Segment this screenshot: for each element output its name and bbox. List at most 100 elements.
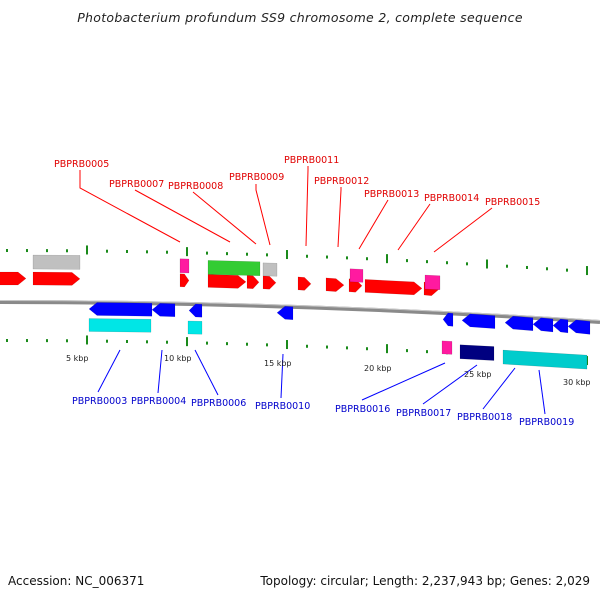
reverse-gene-arrow: [552, 318, 569, 334]
scale-label: 10 kbp: [164, 354, 192, 363]
scale-label: 5 kbp: [66, 354, 88, 363]
reverse-gene-arrow: [276, 306, 294, 321]
gene-label-forward[interactable]: PBPRB0012: [314, 176, 369, 187]
map-title: Photobacterium profundum SS9 chromosome …: [77, 10, 523, 25]
minor-tick: [66, 339, 68, 343]
leader-line-reverse: [482, 367, 516, 410]
minor-tick: [326, 345, 328, 349]
cyan-feature: [88, 318, 152, 333]
forward-gene-arrow: [297, 276, 312, 291]
minor-tick: [306, 344, 308, 348]
gene-label-forward[interactable]: PBPRB0011: [284, 155, 339, 166]
gene-label-reverse[interactable]: PBPRB0003: [72, 396, 127, 407]
grey-feature: [262, 262, 278, 277]
minor-tick: [206, 341, 208, 345]
gene-label-forward[interactable]: PBPRB0009: [229, 172, 284, 183]
pink-feature: [179, 258, 190, 274]
major-tick: [386, 344, 388, 354]
reverse-gene-arrow: [442, 312, 454, 327]
major-tick: [286, 340, 288, 350]
leader-line-forward: [255, 184, 271, 246]
minor-tick: [66, 249, 68, 253]
leader-line-forward: [192, 191, 257, 245]
major-tick: [486, 259, 488, 269]
major-tick: [386, 254, 388, 264]
gene-label-reverse[interactable]: PBPRB0010: [255, 401, 310, 412]
minor-tick: [6, 249, 8, 253]
minor-tick: [326, 255, 328, 259]
leader-line-reverse: [280, 353, 284, 399]
gene-label-reverse[interactable]: PBPRB0006: [191, 398, 246, 409]
minor-tick: [166, 340, 168, 344]
minor-tick: [306, 254, 308, 258]
minor-tick: [346, 256, 348, 260]
minor-tick: [126, 339, 128, 343]
minor-tick: [506, 264, 508, 268]
leader-line-reverse: [194, 349, 219, 396]
reverse-gene-arrow: [88, 302, 153, 317]
reverse-gene-arrow: [567, 319, 591, 335]
minor-tick: [106, 339, 108, 343]
minor-tick: [26, 339, 28, 343]
forward-gene-arrow: [0, 271, 27, 286]
reverse-gene-arrow: [504, 315, 534, 332]
gene-label-forward[interactable]: PBPRB0005: [54, 159, 109, 170]
reverse-gene-arrow: [532, 317, 554, 333]
gene-label-forward[interactable]: PBPRB0015: [485, 197, 540, 208]
minor-tick: [166, 250, 168, 254]
scale-label: 15 kbp: [264, 359, 292, 368]
major-tick: [586, 266, 588, 276]
minor-tick: [346, 346, 348, 350]
minor-tick: [126, 249, 128, 253]
minor-tick: [426, 350, 428, 354]
leader-line-reverse: [157, 349, 163, 394]
gene-label-forward[interactable]: PBPRB0014: [424, 193, 479, 204]
label-leaders: [79, 166, 546, 415]
green-feature: [207, 260, 261, 277]
gene-label-reverse[interactable]: PBPRB0016: [335, 404, 390, 415]
gene-label-reverse[interactable]: PBPRB0018: [457, 412, 512, 423]
major-tick: [286, 250, 288, 260]
gene-label-forward[interactable]: PBPRB0008: [168, 181, 223, 192]
forward-gene-arrow: [32, 271, 81, 286]
gene-label-forward[interactable]: PBPRB0013: [364, 189, 419, 200]
forward-gene-arrow: [207, 274, 247, 289]
minor-tick: [406, 259, 408, 263]
minor-tick: [366, 347, 368, 351]
forward-gene-arrow: [262, 275, 277, 290]
reverse-gene-arrow: [188, 303, 203, 318]
gene-label-forward[interactable]: PBPRB0007: [109, 179, 164, 190]
minor-tick: [266, 253, 268, 257]
minor-tick: [466, 262, 468, 266]
minor-tick: [26, 249, 28, 253]
leader-line-reverse: [361, 362, 446, 401]
major-tick: [186, 247, 188, 257]
minor-tick: [406, 349, 408, 353]
accession-text: Accession: NC_006371: [8, 574, 145, 588]
minor-tick: [246, 252, 248, 256]
scale-label: 30 kbp: [563, 378, 591, 387]
minor-tick: [446, 261, 448, 265]
pink-feature: [424, 274, 441, 291]
minor-tick: [566, 268, 568, 272]
minor-tick: [226, 252, 228, 256]
minor-tick: [246, 342, 248, 346]
gene-label-reverse[interactable]: PBPRB0019: [519, 417, 574, 428]
scale-label: 20 kbp: [364, 364, 392, 373]
gene-label-reverse[interactable]: PBPRB0004: [131, 396, 186, 407]
navy-feature: [459, 344, 495, 361]
minor-tick: [146, 250, 148, 254]
leader-line-reverse: [538, 369, 546, 415]
minor-tick: [426, 260, 428, 264]
teal-feature: [502, 349, 588, 370]
forward-gene-arrow: [364, 279, 423, 296]
minor-tick: [6, 339, 8, 343]
forward-gene-arrow: [246, 275, 260, 289]
pink-feature: [349, 268, 364, 283]
gene-label-reverse[interactable]: PBPRB0017: [396, 408, 451, 419]
major-tick: [86, 335, 88, 345]
minor-tick: [366, 257, 368, 261]
leader-line-forward: [134, 189, 231, 243]
reverse-gene-arrow: [461, 313, 496, 329]
